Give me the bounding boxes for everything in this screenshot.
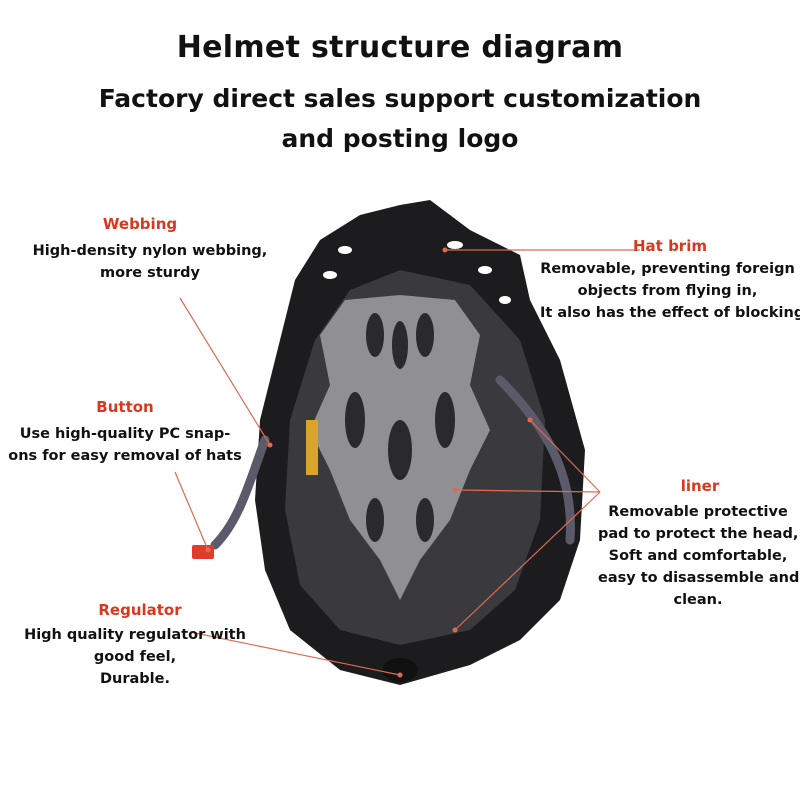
hat-brim-label: Hat brim (633, 237, 707, 255)
webbing-desc-line: High-density nylon webbing, (32, 243, 268, 259)
hat-brim-description: Removable, preventing foreign objects fr… (540, 258, 800, 324)
webbing-label: Webbing (102, 215, 178, 233)
hat-brim-desc-line: objects from flying in, (577, 283, 758, 299)
button-desc-line: Use high-quality PC snap- (19, 426, 231, 442)
hat-brim-desc-line: It also has the effect of blocking (540, 305, 800, 321)
regulator-label: Regulator (98, 601, 182, 619)
webbing-strap-right (495, 375, 575, 545)
regulator-dial (382, 658, 418, 682)
liner-description: Removable protective pad to protect the … (598, 501, 800, 611)
webbing-description: High-density nylon webbing, more sturdy (20, 240, 280, 284)
liner-desc-line: pad to protect the head, (598, 526, 799, 542)
regulator-desc-line: High quality regulator with (24, 627, 246, 643)
webbing-desc-line: more sturdy (100, 265, 200, 281)
page-title: Helmet structure diagram (176, 30, 624, 65)
liner-vents (345, 313, 455, 542)
hat-brim-desc-line: Removable, preventing foreign (540, 261, 795, 277)
regulator-description: High quality regulator with good feel, D… (15, 624, 255, 690)
shell-vents (323, 241, 511, 304)
subtitle-line-1: Factory direct sales support customizati… (98, 84, 702, 113)
liner-desc-line: easy to disassemble and (598, 570, 800, 586)
liner-desc-line: Removable protective (608, 504, 788, 520)
subtitle-line-2: and posting logo (281, 124, 519, 153)
liner-label: liner (680, 477, 720, 495)
button-label: Button (96, 398, 154, 416)
liner-desc-line: Soft and comfortable, (608, 548, 788, 564)
button-desc-line: ons for easy removal of hats (8, 448, 242, 464)
leader-dots (205, 247, 533, 678)
button-description: Use high-quality PC snap- ons for easy r… (5, 423, 245, 467)
regulator-desc-line: good feel, (93, 649, 177, 665)
leader-lines (174, 249, 640, 676)
yellow-label (306, 420, 318, 475)
red-buckle (192, 545, 214, 559)
regulator-desc-line: Durable. (100, 671, 170, 687)
webbing-strap (210, 435, 270, 550)
liner-desc-line: clean. (673, 592, 723, 608)
